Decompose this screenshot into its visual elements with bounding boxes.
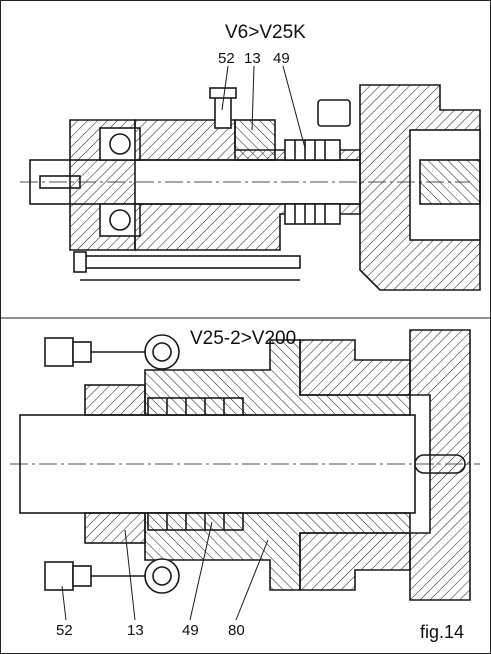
top-gland-13	[234, 119, 276, 161]
bottom-callout-49: 49	[182, 622, 199, 639]
top-bearing-lower	[99, 203, 141, 237]
top-plug	[317, 99, 351, 127]
top-packing-49-upper	[284, 139, 341, 161]
bottom-leaders	[61, 521, 269, 621]
top-section-view	[29, 84, 481, 291]
top-bearing-upper	[99, 127, 141, 161]
bottom-nut-52-upper	[44, 337, 74, 367]
bottom-gland-13-upper	[84, 384, 146, 416]
bottom-casing-upper	[299, 339, 411, 396]
bottom-section-view	[19, 329, 471, 601]
top-bearing-ball-upper	[109, 133, 131, 155]
top-tie-rod	[79, 255, 301, 269]
top-callout-52: 52	[218, 50, 235, 67]
bottom-callout-80: 80	[228, 622, 245, 639]
bottom-pump-casing	[409, 329, 471, 601]
bottom-eyebolt-upper	[144, 334, 180, 370]
bottom-casing-lower	[299, 532, 411, 591]
top-packing-49-lower	[284, 203, 341, 225]
figure-label: fig.14	[420, 622, 465, 642]
top-callout-49: 49	[273, 50, 290, 67]
top-view-title: V6>V25K	[225, 22, 306, 43]
bottom-callout-13: 13	[127, 622, 144, 639]
bottom-gland-13-lower	[84, 512, 146, 544]
top-leaders	[221, 65, 306, 149]
bottom-view-title: V25-2>V200	[190, 328, 297, 349]
top-bearing-ball-lower	[109, 209, 131, 231]
bottom-callout-52: 52	[56, 622, 73, 639]
bottom-nut-52-lower	[44, 561, 74, 591]
top-callout-13: 13	[244, 50, 261, 67]
bottom-eyebolt-lower	[144, 558, 180, 594]
